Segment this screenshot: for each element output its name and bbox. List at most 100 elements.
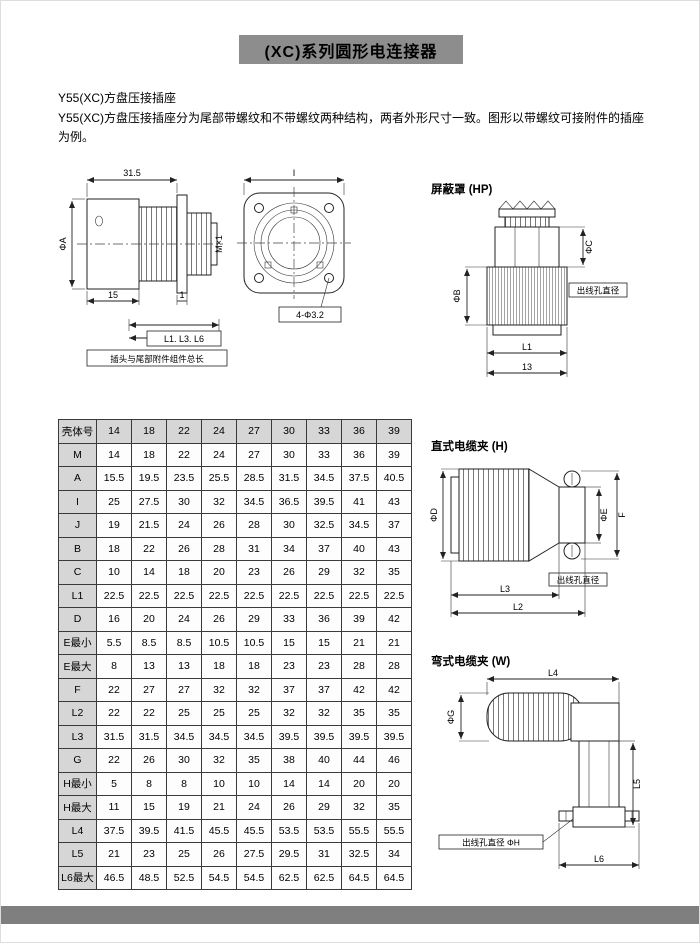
spec-header-value: 30 — [271, 419, 307, 444]
spec-cell: 24 — [201, 442, 237, 467]
note-caption-label: 插头与尾部附件组件总长 — [110, 354, 204, 364]
L5-label: L5 — [632, 779, 642, 789]
spec-cell: 19 — [96, 513, 132, 538]
spec-row-label: L6最大 — [58, 865, 97, 890]
side-view-drawing: 31.5 ΦA M×1 15 1 — [58, 168, 224, 305]
spec-header-value: 36 — [341, 419, 377, 444]
spec-cell: 18 — [131, 442, 167, 467]
spec-cell: 32 — [341, 795, 377, 820]
dim-phiG: ΦG — [446, 692, 489, 742]
spec-cell: 27.5 — [131, 489, 167, 514]
dim-F: F — [581, 470, 627, 560]
spec-cell: 34.5 — [166, 724, 202, 749]
spec-cell: 29 — [236, 607, 272, 632]
spec-cell: 16 — [96, 607, 132, 632]
spec-cell: 52.5 — [166, 865, 202, 890]
spec-cell: 23.5 — [166, 466, 202, 491]
spec-cell: 34 — [271, 536, 307, 561]
spec-cell: 35 — [376, 795, 412, 820]
spec-cell: 26 — [201, 513, 237, 538]
spec-cell: 31.5 — [96, 724, 132, 749]
w-drawing: L4 ΦG L5 — [438, 668, 642, 869]
h-drawing: ΦD ΦE F 出线孔直径 L3 L2 — [429, 468, 627, 617]
spec-cell: 43 — [376, 489, 412, 514]
spec-cell: 64.5 — [376, 865, 412, 890]
h-section-title: 直式电缆夹 (H) — [431, 441, 508, 453]
spec-cell: 18 — [236, 654, 272, 679]
spec-cell: 29 — [306, 795, 342, 820]
spec-cell: 23 — [131, 842, 167, 867]
spec-cell: 31.5 — [131, 724, 167, 749]
spec-cell: 41.5 — [166, 818, 202, 843]
spec-cell: 24 — [236, 795, 272, 820]
holes-label: 4-Φ3.2 — [296, 310, 324, 320]
spec-cell: 37 — [306, 677, 342, 702]
spec-cell: 32 — [341, 560, 377, 585]
w-outlet-callout: 出线孔直径 ΦH — [438, 818, 574, 850]
spec-cell: 10.5 — [201, 630, 237, 655]
spec-cell: 29 — [306, 560, 342, 585]
spec-cell: 22 — [131, 536, 167, 561]
L3-label: L3 — [500, 584, 510, 594]
spec-header-value: 14 — [96, 419, 132, 444]
spec-cell: 37.5 — [96, 818, 132, 843]
spec-cell: 10 — [201, 771, 237, 796]
dim-L4: L4 — [486, 668, 620, 703]
hp-L1-label: L1 — [522, 342, 532, 352]
w-outlet-label: 出线孔直径 ΦH — [462, 838, 520, 848]
spec-cell: 44 — [341, 748, 377, 773]
spec-cell: 39.5 — [131, 818, 167, 843]
dim-phiA: ΦA — [58, 198, 85, 290]
spec-cell: 25.5 — [201, 466, 237, 491]
spec-cell: 28.5 — [236, 466, 272, 491]
spec-row-label: E最小 — [58, 630, 97, 655]
dim-15-label: 15 — [108, 290, 118, 300]
spec-cell: 46 — [376, 748, 412, 773]
spec-cell: 28 — [236, 513, 272, 538]
spec-row-label: D — [58, 607, 97, 632]
spec-cell: 32.5 — [306, 513, 342, 538]
spec-cell: 22 — [166, 442, 202, 467]
spec-cell: 55.5 — [341, 818, 377, 843]
spec-cell: 35 — [236, 748, 272, 773]
spec-cell: 5 — [96, 771, 132, 796]
spec-header-value: 27 — [236, 419, 272, 444]
spec-cell: 24 — [166, 513, 202, 538]
spec-cell: 22.5 — [306, 583, 342, 608]
connector-body — [77, 194, 223, 294]
phiA-label: ΦA — [58, 237, 68, 250]
spec-cell: 15 — [271, 630, 307, 655]
spec-cell: 15 — [306, 630, 342, 655]
dim-I-label: I — [293, 168, 296, 178]
flange-face — [237, 187, 351, 299]
spec-cell: 31 — [236, 536, 272, 561]
spec-cell: 32 — [306, 701, 342, 726]
phiB-label: ΦB — [452, 289, 462, 302]
spec-cell: 54.5 — [201, 865, 237, 890]
dim-15: 15 — [86, 283, 140, 305]
spec-row-label: L2 — [58, 701, 97, 726]
spec-cell: 19 — [166, 795, 202, 820]
spec-cell: 20 — [376, 771, 412, 796]
spec-cell: 24 — [166, 607, 202, 632]
spec-cell: 22.5 — [271, 583, 307, 608]
footer-bar — [1, 906, 699, 924]
spec-row-label: I — [58, 489, 97, 514]
hp-section-title: 屏蔽罩 (HP) — [431, 184, 493, 196]
spec-cell: 14 — [131, 560, 167, 585]
spec-cell: 18 — [166, 560, 202, 585]
spec-cell: 22.5 — [131, 583, 167, 608]
holes-callout: 4-Φ3.2 — [278, 277, 342, 323]
spec-cell: 21 — [341, 630, 377, 655]
spec-header-value: 22 — [166, 419, 202, 444]
spec-cell: 39.5 — [341, 724, 377, 749]
spec-cell: 37 — [376, 513, 412, 538]
